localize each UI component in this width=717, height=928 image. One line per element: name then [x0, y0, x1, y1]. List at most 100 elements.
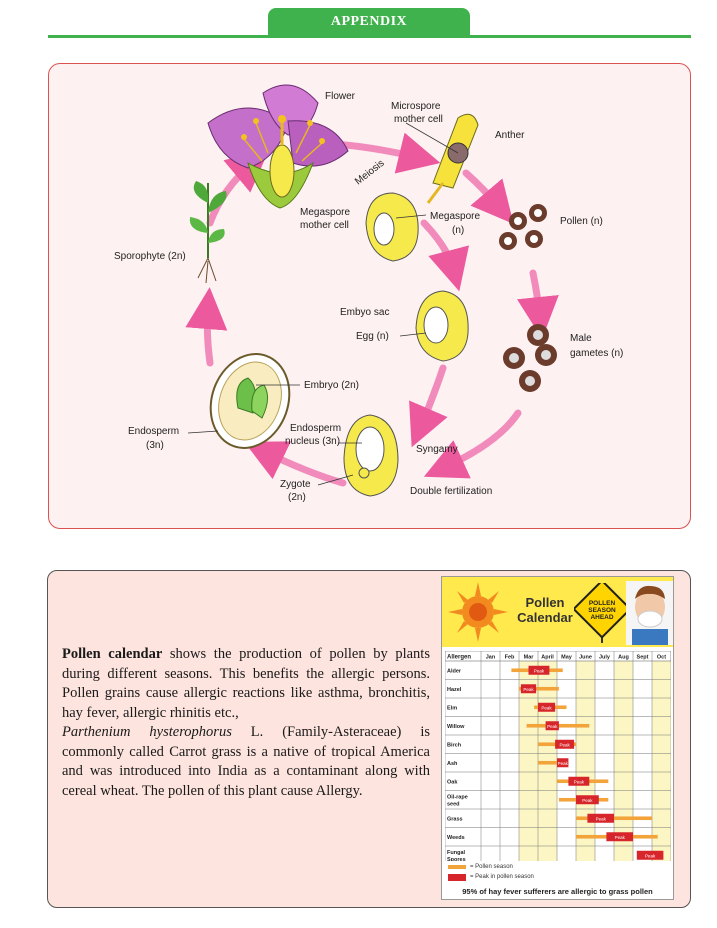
- peak-label: Peak: [558, 761, 569, 766]
- megaspore-ovule: [365, 192, 419, 262]
- row-allergen-name: Oak: [447, 780, 458, 786]
- paragraph-1: Pollen calendar shows the production of …: [62, 645, 430, 723]
- row-allergen-name: Grass: [447, 817, 463, 823]
- label-embryo: Embryo (2n): [304, 380, 359, 391]
- legend-peak-swatch: [448, 873, 466, 881]
- embryo-sac-ovule: [415, 290, 469, 362]
- label-pollen: Pollen (n): [560, 216, 603, 227]
- header-month: April: [541, 655, 554, 661]
- species-name: Parthenium hysterophorus: [62, 724, 232, 740]
- row-allergen-name: Birch: [447, 743, 462, 749]
- pollen-peak-bar: [568, 776, 590, 786]
- header-rule: [48, 35, 691, 38]
- label-megaspore-2: (n): [452, 225, 464, 236]
- anther-illustration: [426, 113, 479, 204]
- flower-illustration: [207, 84, 349, 209]
- pollen-peak-bar: [576, 795, 599, 805]
- label-microspore-2: mother cell: [394, 114, 443, 125]
- label-endosperm-nucleus-2: nucleus (3n): [285, 436, 340, 447]
- pollen-season-bar: [538, 760, 569, 765]
- label-sporophyte: Sporophyte (2n): [114, 251, 186, 262]
- row-allergen-name: Ash: [447, 761, 458, 767]
- appendix-tab: APPENDIX: [268, 8, 470, 36]
- label-endosperm-nucleus-1: Endosperm: [290, 423, 341, 434]
- peak-label: Peak: [559, 742, 570, 747]
- life-cycle-diagram: Flower Microspore mother cell Anther Mei…: [114, 84, 623, 503]
- pollen-peak-bar: [545, 721, 559, 731]
- legend-season-swatch: [448, 865, 466, 869]
- legend-season-label: = Pollen season: [470, 864, 513, 870]
- legend-peak-label: = Peak in pollen season: [470, 874, 534, 880]
- header-month: May: [561, 655, 573, 661]
- term-pollen-calendar: Pollen calendar: [62, 646, 163, 662]
- peak-label: Peak: [523, 687, 534, 692]
- label-syngamy: Syngamy: [416, 444, 458, 455]
- row-allergen-name: Fungal: [447, 850, 465, 856]
- label-flower: Flower: [325, 91, 356, 102]
- label-microspore-1: Microspore: [391, 101, 441, 112]
- pollen-illustration: [499, 204, 547, 250]
- peak-label: Peak: [615, 835, 626, 840]
- label-anther: Anther: [495, 130, 525, 141]
- peak-label: Peak: [541, 705, 552, 710]
- label-megaspore-1: Megaspore: [430, 211, 480, 222]
- label-egg: Egg (n): [356, 331, 389, 342]
- label-endosperm-2: (3n): [146, 440, 164, 451]
- sign-line-1: POLLEN: [589, 600, 616, 607]
- paragraph-2: Parthenium hysterophorus L. (Family-Aste…: [62, 723, 430, 801]
- label-megaspore-mother-1: Megaspore: [300, 207, 350, 218]
- month-column-highlight: [576, 661, 595, 861]
- peak-label: Peak: [534, 668, 545, 673]
- calendar-title-line-2: Calendar: [517, 610, 573, 625]
- male-gametes-illustration: [503, 324, 557, 392]
- label-meiosis: Meiosis: [353, 158, 386, 188]
- header-month: Sept: [637, 655, 649, 661]
- calendar-title-line-1: Pollen: [525, 595, 565, 610]
- header-allergen: Allergen: [447, 655, 471, 661]
- peak-label: Peak: [582, 798, 593, 803]
- row-allergen-name: Weeds: [447, 835, 465, 841]
- sign-line-3: AHEAD: [590, 614, 613, 621]
- seed-embryo: [209, 353, 291, 449]
- calendar-header-row: [445, 651, 671, 662]
- season-warning-sign: POLLEN SEASON AHEAD: [574, 583, 630, 643]
- calendar-legend: = Pollen season = Peak in pollen season: [448, 862, 534, 882]
- header-month: Jan: [486, 655, 496, 661]
- sun-pollen-icon: [448, 582, 508, 642]
- label-megaspore-mother-2: mother cell: [300, 220, 349, 231]
- pollen-calendar-figure: Pollen Calendar POLLEN SEASON AHEAD Alle…: [441, 576, 674, 900]
- calendar-title: Pollen Calendar: [510, 595, 580, 625]
- zygote-ovule: [343, 414, 399, 497]
- month-column-highlight: [614, 661, 633, 861]
- pollen-peak-bar: [538, 702, 556, 712]
- label-embryo-sac: Embyo sac: [340, 307, 389, 318]
- pollen-peak-bar: [636, 850, 664, 860]
- month-column-highlight: [519, 661, 538, 861]
- row-allergen-name: Alder: [447, 669, 462, 675]
- header-month: July: [599, 655, 611, 661]
- header-month: Oct: [657, 655, 666, 661]
- header-month: Mar: [524, 655, 535, 661]
- row-allergen-name: Oil-rape: [447, 795, 468, 801]
- pollen-calendar-text: Pollen calendar shows the production of …: [62, 645, 430, 801]
- pollen-peak-bar: [520, 684, 537, 694]
- header-month: Feb: [505, 655, 515, 661]
- pollen-peak-bar: [587, 813, 614, 823]
- leader-lines: [187, 122, 459, 486]
- calendar-header: Pollen Calendar POLLEN SEASON AHEAD: [442, 577, 673, 647]
- label-double-fertilization: Double fertilization: [410, 486, 492, 497]
- peak-label: Peak: [574, 779, 585, 784]
- peak-label: Peak: [547, 724, 558, 729]
- label-zygote-2: (2n): [288, 492, 306, 503]
- label-male-2: gametes (n): [570, 348, 623, 359]
- calendar-footer: 95% of hay fever sufferers are allergic …: [462, 887, 653, 896]
- row-allergen-name: Elm: [447, 706, 457, 712]
- row-allergen-name-cont: Spores: [447, 857, 466, 861]
- header-month: Aug: [618, 655, 629, 661]
- row-allergen-name: Willow: [447, 724, 465, 730]
- peak-label: Peak: [596, 816, 607, 821]
- pollen-peak-bar: [555, 739, 575, 749]
- pollen-peak-bar: [528, 665, 550, 675]
- paragraph-1-text: shows the production of pollen by plants…: [62, 646, 430, 721]
